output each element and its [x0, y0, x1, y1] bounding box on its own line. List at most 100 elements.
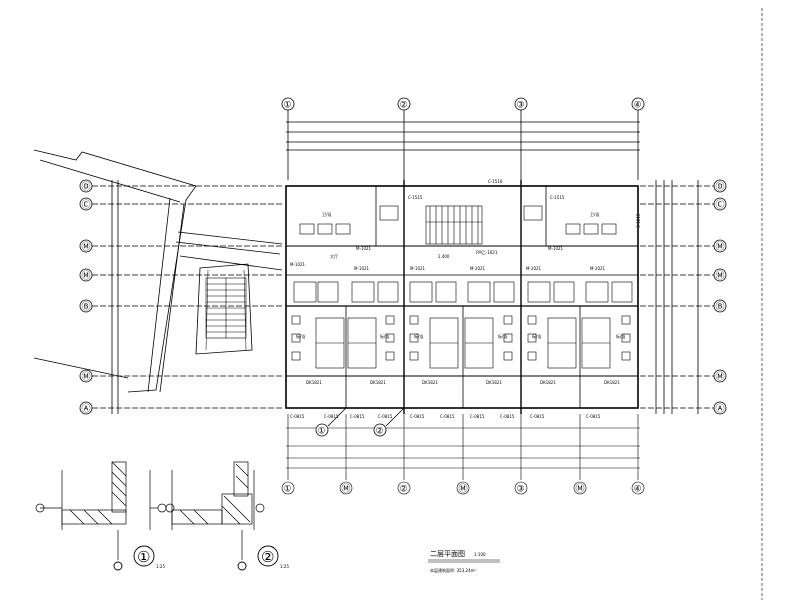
callout-2: ②: [376, 427, 384, 437]
window-label: C-1516: [488, 179, 503, 184]
window-label: C-0815: [530, 414, 545, 419]
window-label: C-0815: [290, 414, 305, 419]
door-label: DK1821: [604, 380, 620, 385]
axis-left-d: Ⓓ: [82, 182, 91, 193]
room-label: 标/浴: [414, 333, 423, 339]
axis-left-m3: Ⓜ: [82, 372, 91, 383]
room-label: 大厅: [330, 253, 338, 259]
top-axis-row: [281, 97, 645, 180]
elevation-label: 2.400: [438, 254, 450, 259]
door-label: M-1021: [290, 262, 306, 267]
window-label: C-0815: [378, 414, 393, 419]
window-label: C-1515: [408, 195, 423, 200]
detail-labels: ① ② 1:25 1:25: [137, 548, 289, 569]
axis-bottom-3: ③: [517, 485, 525, 495]
suite-fixtures: [299, 205, 617, 235]
room-label: 标/浴: [296, 333, 305, 339]
window-label: C-0815: [350, 414, 365, 419]
bathroom-row: [293, 281, 633, 303]
axis-bottom-m1: Ⓜ: [342, 484, 351, 495]
door-label: DK1821: [370, 380, 386, 385]
door-label: M-1021: [548, 246, 564, 251]
door-label: M-1021: [526, 266, 542, 271]
axis-left-m1: Ⓜ: [82, 242, 91, 253]
axis-bottom-2: ②: [400, 485, 408, 495]
door-label: DK1821: [540, 380, 556, 385]
axis-right-a: Ⓐ: [716, 404, 725, 415]
axis-top-4: ④: [634, 101, 642, 111]
axis-right-m1: Ⓜ: [716, 242, 725, 253]
door-label: M-1021: [354, 266, 370, 271]
axis-left-a: Ⓐ: [82, 404, 91, 415]
window-label: C-0815: [440, 414, 455, 419]
left-axis-column: [79, 179, 282, 415]
stair-core: [425, 205, 483, 245]
section-callout-icon: [315, 407, 405, 437]
door-label: DK1821: [486, 380, 502, 385]
door-label: M-1021: [590, 266, 606, 271]
stair-icon: [205, 277, 247, 339]
window-label: C-0815: [500, 414, 515, 419]
window-label: C-0815: [410, 414, 425, 419]
door-label: DK1821: [306, 380, 322, 385]
window-label: C-1215: [636, 213, 641, 228]
bottom-axis-labels: ① Ⓜ ② Ⓜ ③ Ⓜ ④: [284, 484, 642, 495]
axis-top-3: ③: [517, 101, 525, 111]
title-underline: [428, 559, 500, 563]
door-label: M-1021: [356, 246, 372, 251]
door-label: M-1021: [470, 266, 486, 271]
detail-1-scale: 1:25: [156, 564, 165, 569]
axis-right-m3: Ⓜ: [716, 372, 725, 383]
axis-right-d: Ⓓ: [716, 182, 725, 193]
axis-right-m2: Ⓜ: [716, 271, 725, 282]
axis-bottom-1: ①: [284, 485, 292, 495]
callout-1: ①: [318, 427, 326, 437]
drawing-area: 本层建筑面积: 353.24m²: [430, 567, 477, 573]
axis-right-b: Ⓑ: [716, 302, 725, 313]
top-axis-labels: ① ② ③ ④: [284, 101, 642, 111]
right-axis-labels: Ⓓ Ⓒ Ⓜ Ⓜ Ⓑ Ⓜ Ⓐ: [716, 182, 725, 415]
room-furniture: [291, 315, 631, 369]
window-labels-top: C-1515 C-1516 C-1515 C-1215: [408, 179, 641, 228]
detail-1: [35, 461, 167, 560]
left-axis-labels: Ⓓ Ⓒ Ⓜ Ⓜ Ⓑ Ⓜ Ⓐ: [82, 182, 91, 415]
window-labels-bottom: C-0815 C-0815 C-0815 C-0815 C-0815 C-081…: [290, 414, 601, 419]
axis-left-c: Ⓒ: [82, 200, 91, 211]
window-label: C-1515: [550, 195, 565, 200]
window-label: C-0815: [470, 414, 485, 419]
axis-top-1: ①: [284, 101, 292, 111]
drawing-title-text: 二层平面图: [430, 550, 465, 558]
detail-2-label: ②: [261, 548, 274, 566]
axis-bottom-4: ④: [634, 485, 642, 495]
window-label: C-0815: [586, 414, 601, 419]
axis-bottom-m3: Ⓜ: [576, 484, 585, 495]
door-labels: DK1821 DK1821 DK1821 DK1821 DK1821 DK182…: [290, 246, 620, 385]
room-label: 标/浴: [498, 333, 507, 339]
detail-2-scale: 1:25: [280, 564, 289, 569]
drawing-scale: 1:100: [474, 552, 486, 557]
axis-right-c: Ⓒ: [716, 200, 725, 211]
door-label: M-1021: [410, 266, 426, 271]
drawing-title: 二层平面图 1:100 本层建筑面积: 353.24m²: [430, 550, 486, 573]
room-label: 标/浴: [532, 333, 541, 339]
right-axis-column: [640, 179, 727, 415]
door-label: FM乙-1021: [476, 249, 498, 255]
angled-wing: [33, 149, 283, 393]
building-outline: [285, 180, 639, 414]
axis-left-b: Ⓑ: [82, 302, 91, 313]
room-label: 标/浴: [380, 333, 389, 339]
bottom-dimensions: [281, 414, 645, 495]
room-labels: 卫/浴 卫/浴 大厅 标/浴 标/浴 标/浴 标/浴 标/浴 标/浴: [296, 211, 625, 339]
room-label: 卫/浴: [322, 211, 331, 217]
detail-2: [165, 461, 265, 560]
window-label: C-0815: [324, 414, 339, 419]
axis-bottom-m2: Ⓜ: [459, 484, 468, 495]
axis-left-m2: Ⓜ: [82, 271, 91, 282]
axis-top-2: ②: [400, 101, 408, 111]
detail-markers: [113, 545, 279, 571]
callout-labels: ① ②: [318, 427, 384, 437]
detail-1-label: ①: [137, 548, 150, 566]
room-label: 标/浴: [616, 333, 625, 339]
door-label: DK1821: [422, 380, 438, 385]
